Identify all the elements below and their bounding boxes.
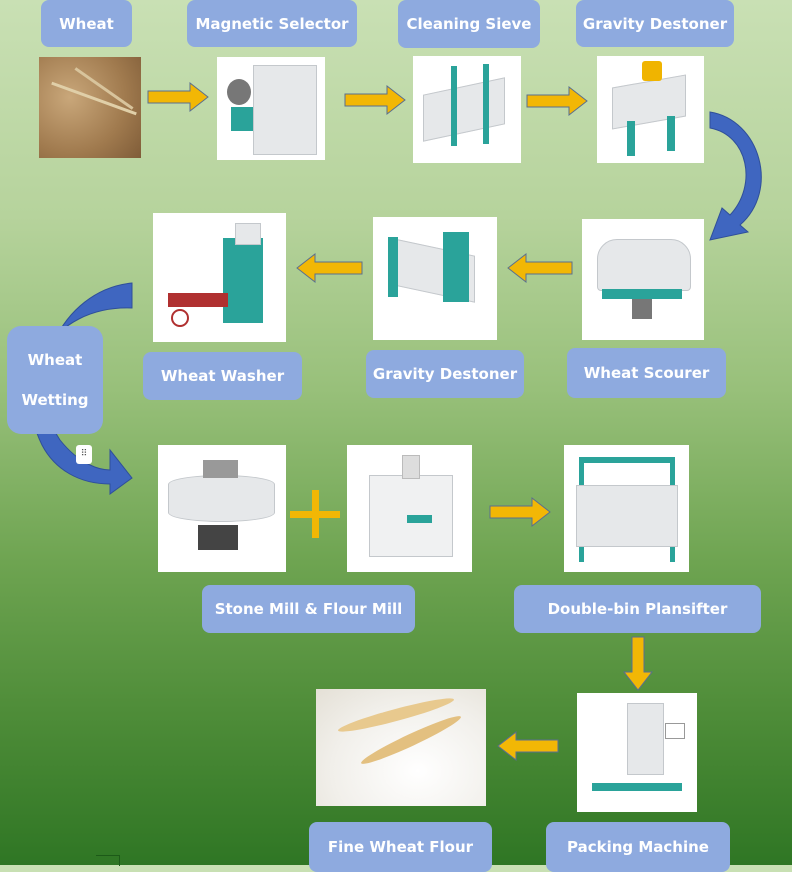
label-fine-flour: Fine Wheat Flour	[309, 822, 492, 872]
label-gravity-destoner-2: Gravity Destoner	[366, 350, 524, 398]
cleaning-sieve-image	[413, 56, 521, 163]
layout-options-icon[interactable]: ⠿	[76, 445, 92, 464]
plus-sign	[290, 490, 340, 538]
flour-mill-image	[347, 445, 472, 572]
gravity-destoner-1-image	[597, 56, 704, 163]
wheat-grain-image	[39, 57, 141, 158]
curved-arrow-right	[709, 111, 762, 241]
wheat-washer-image	[153, 213, 286, 342]
wetting-line-2: Wetting	[21, 391, 89, 409]
arrow-down	[622, 636, 654, 691]
label-stone-flour-mill: Stone Mill & Flour Mill	[202, 585, 415, 633]
arrow-right-3	[526, 85, 588, 117]
gravity-destoner-2-image	[373, 217, 497, 340]
stone-mill-image	[158, 445, 286, 572]
label-wheat: Wheat	[41, 0, 132, 47]
label-packing-machine: Packing Machine	[546, 822, 730, 872]
arrow-left-1	[507, 252, 573, 284]
arrow-right-2	[344, 84, 406, 116]
corner-mark	[96, 855, 120, 866]
label-wheat-wetting: Wheat Wetting	[7, 326, 103, 434]
label-cleaning-sieve: Cleaning Sieve	[398, 0, 540, 48]
wetting-line-1: Wheat	[27, 351, 83, 369]
label-plansifter: Double-bin Plansifter	[514, 585, 761, 633]
fine-flour-image	[316, 689, 486, 806]
label-magnetic-selector: Magnetic Selector	[187, 0, 357, 47]
label-gravity-destoner-1: Gravity Destoner	[576, 0, 734, 47]
arrow-right-1	[147, 81, 209, 113]
magnetic-selector-image	[217, 57, 325, 160]
plansifter-image	[564, 445, 689, 572]
label-wheat-scourer: Wheat Scourer	[567, 348, 726, 398]
arrow-left-2	[296, 252, 363, 284]
wheat-scourer-image	[582, 219, 704, 340]
label-wheat-washer: Wheat Washer	[143, 352, 302, 400]
arrow-right-4	[489, 496, 551, 528]
arrow-left-3	[497, 730, 559, 762]
packing-machine-image	[577, 693, 697, 812]
